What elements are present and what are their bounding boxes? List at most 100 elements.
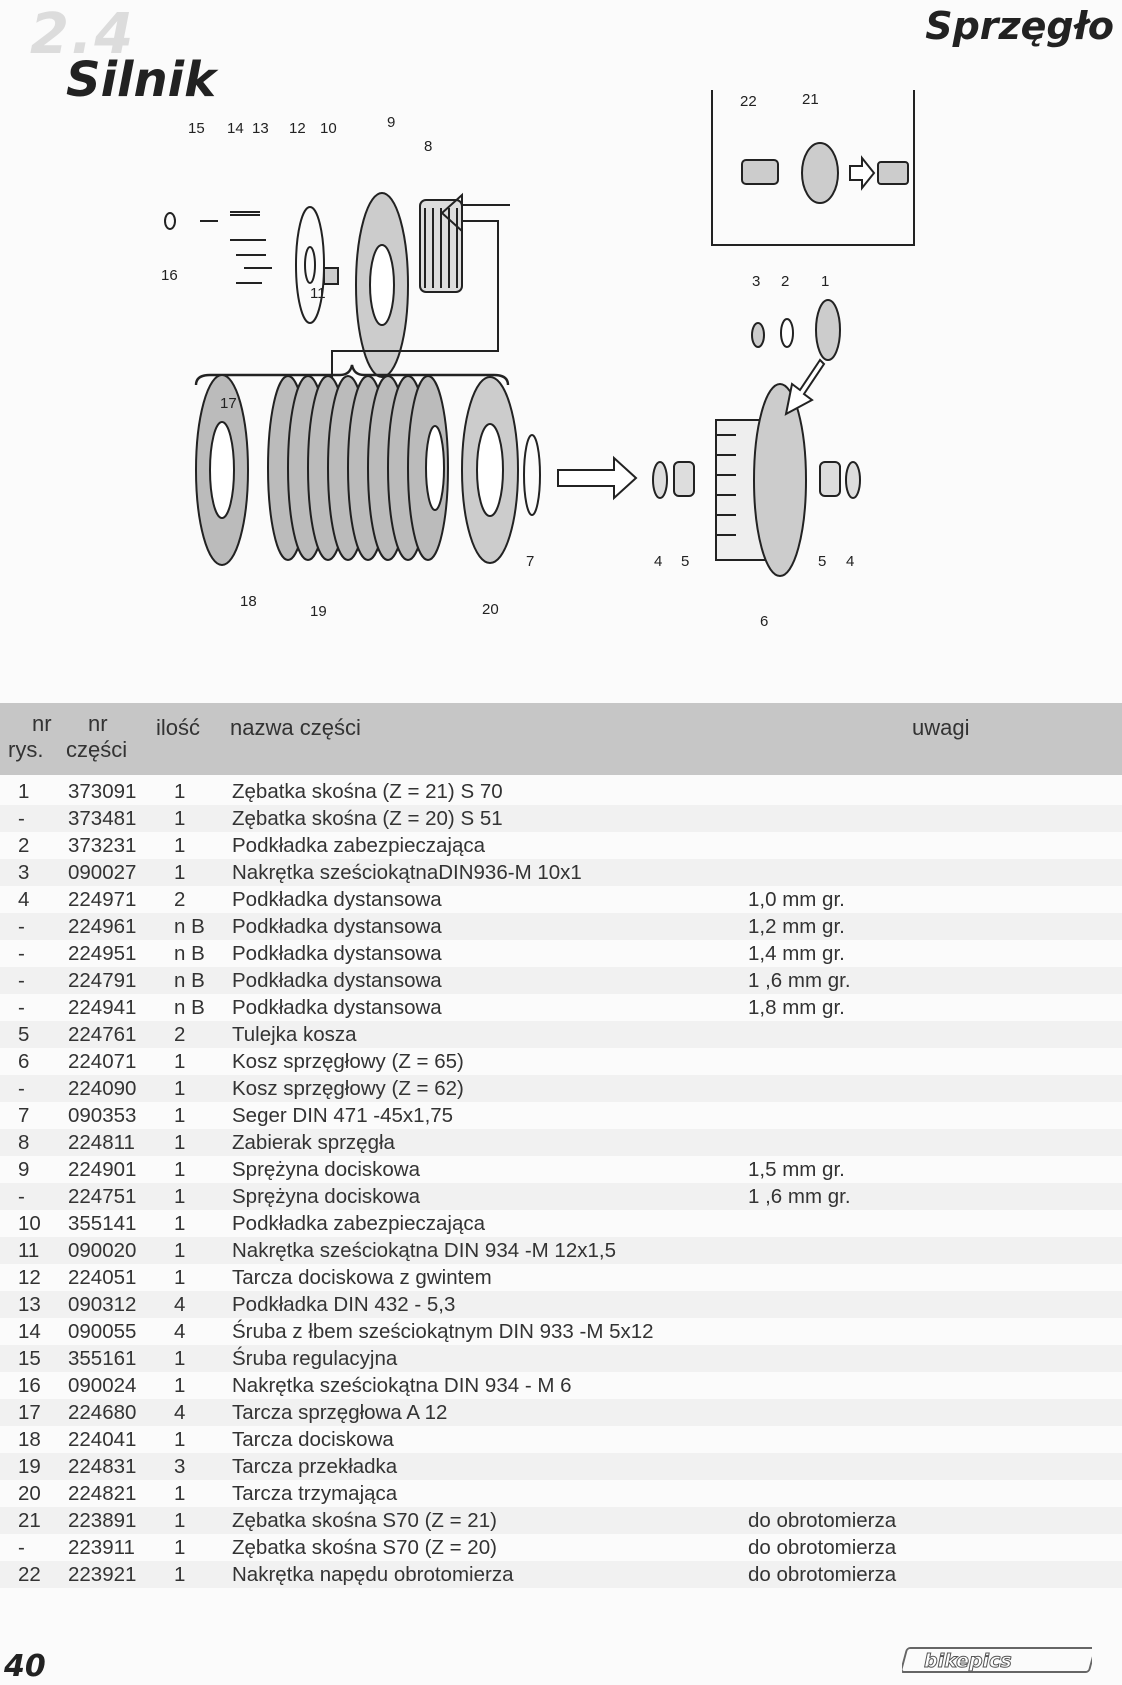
cell-nr-rys: 20 — [18, 1482, 41, 1505]
svg-text:5: 5 — [818, 553, 826, 570]
header-nr-rys-2: rys. — [8, 737, 44, 762]
cell-part-name: Kosz sprzęgłowy (Z = 65) — [232, 1050, 464, 1073]
cell-nr-rys: 11 — [18, 1239, 40, 1262]
cell-quantity: 1 — [174, 1185, 186, 1208]
bikepics-logo: bikepics — [902, 1647, 1092, 1673]
cell-nr-rys: 18 — [18, 1428, 41, 1451]
cell-nr-rys: - — [18, 969, 25, 992]
header-uwagi: uwagi — [912, 715, 970, 740]
cell-nr-rys: 2 — [18, 834, 30, 857]
svg-text:13: 13 — [252, 120, 269, 137]
svg-text:4: 4 — [846, 553, 854, 570]
cell-part-name: Śruba regulacyjna — [232, 1347, 398, 1370]
cell-part-number: 224680 — [68, 1401, 137, 1424]
cell-part-name: Podkładka dystansowa — [232, 969, 442, 992]
cell-nr-rys: - — [18, 1077, 25, 1100]
cell-nr-rys: - — [18, 942, 25, 965]
cell-part-number: 224941 — [68, 996, 137, 1019]
cell-quantity: 1 — [174, 1077, 186, 1100]
cell-part-number: 090024 — [68, 1374, 137, 1397]
cell-quantity: 1 — [174, 1050, 186, 1073]
cell-quantity: 1 — [174, 1509, 186, 1532]
cell-quantity: n B — [174, 942, 205, 965]
header-nazwa: nazwa części — [230, 715, 361, 740]
cell-nr-rys: - — [18, 915, 25, 938]
cell-quantity: 1 — [174, 1104, 186, 1127]
clutch-disk-stack — [195, 374, 541, 566]
cell-note: 1,2 mm gr. — [748, 915, 845, 938]
cell-nr-rys: 15 — [18, 1347, 41, 1370]
cell-part-name: Sprężyna dociskowa — [232, 1185, 421, 1208]
cell-part-name: Zębatka skośna S70 (Z = 21) — [232, 1509, 497, 1532]
cell-part-number: 224831 — [68, 1455, 137, 1478]
cell-nr-rys: 9 — [18, 1158, 30, 1181]
cell-part-name: Kosz sprzęgłowy (Z = 62) — [232, 1077, 464, 1100]
cell-part-name: Zębatka skośna S70 (Z = 20) — [232, 1536, 497, 1559]
cell-nr-rys: 22 — [18, 1563, 41, 1586]
cell-part-name: Podkładka zabezpieczająca — [232, 1212, 485, 1235]
table-row: 17 224680 4 Tarcza sprzęgłowa A 12 — [0, 1399, 1122, 1426]
cell-part-number: 373091 — [68, 780, 137, 803]
cell-quantity: 1 — [174, 1212, 186, 1235]
svg-text:3: 3 — [752, 273, 760, 290]
clutch-basket — [652, 383, 861, 577]
cell-quantity: 1 — [174, 780, 186, 803]
cell-part-name: Zębatka skośna (Z = 20) S 51 — [232, 807, 503, 830]
cell-nr-rys: 10 — [18, 1212, 41, 1235]
cell-part-number: 224971 — [68, 888, 137, 911]
cell-nr-rys: 1 — [18, 780, 30, 803]
cell-part-number: 090027 — [68, 861, 137, 884]
cell-part-name: Podkładka dystansowa — [232, 942, 442, 965]
cell-quantity: 1 — [174, 1158, 186, 1181]
cell-nr-rys: 14 — [18, 1320, 41, 1343]
cell-part-name: Podkładka zabezpieczająca — [232, 834, 485, 857]
cell-part-number: 224951 — [68, 942, 137, 965]
cell-nr-rys: 13 — [18, 1293, 41, 1316]
cell-quantity: 1 — [174, 1428, 186, 1451]
svg-text:15: 15 — [188, 120, 205, 137]
svg-text:18: 18 — [240, 593, 257, 610]
pressure-plate-assembly — [164, 192, 463, 378]
cell-nr-rys: 17 — [18, 1401, 41, 1424]
cell-part-name: Nakrętka sześciokątna DIN 934 - M 6 — [232, 1374, 572, 1397]
cell-quantity: 1 — [174, 1347, 186, 1370]
cell-quantity: n B — [174, 915, 205, 938]
cell-part-name: Podkładka dystansowa — [232, 888, 442, 911]
cell-nr-rys: - — [18, 807, 25, 830]
cell-part-name: Tarcza przekładka — [232, 1455, 398, 1478]
svg-text:17: 17 — [220, 395, 237, 412]
cell-part-name: Nakrętka sześciokątnaDIN936-M 10x1 — [232, 861, 582, 884]
cell-part-number: 224751 — [68, 1185, 137, 1208]
cell-nr-rys: 3 — [18, 861, 30, 884]
cell-quantity: 4 — [174, 1401, 186, 1424]
svg-text:10: 10 — [320, 120, 337, 137]
cell-part-name: Nakrętka napędu obrotomierza — [232, 1563, 514, 1586]
cell-part-name: Tarcza sprzęgłowa A 12 — [232, 1401, 448, 1424]
svg-text:12: 12 — [289, 120, 306, 137]
svg-text:1: 1 — [821, 273, 829, 290]
cell-nr-rys: 7 — [18, 1104, 30, 1127]
cell-part-name: Zębatka skośna (Z = 21) S 70 — [232, 780, 503, 803]
svg-text:bikepics: bikepics — [924, 1650, 1012, 1672]
cell-note: do obrotomierza — [748, 1563, 897, 1586]
cell-part-name: Podkładka DIN 432 - 5,3 — [232, 1293, 456, 1316]
page-title: Silnik — [66, 52, 217, 108]
cell-part-number: 224961 — [68, 915, 137, 938]
section-number: 2.4 — [30, 2, 136, 67]
